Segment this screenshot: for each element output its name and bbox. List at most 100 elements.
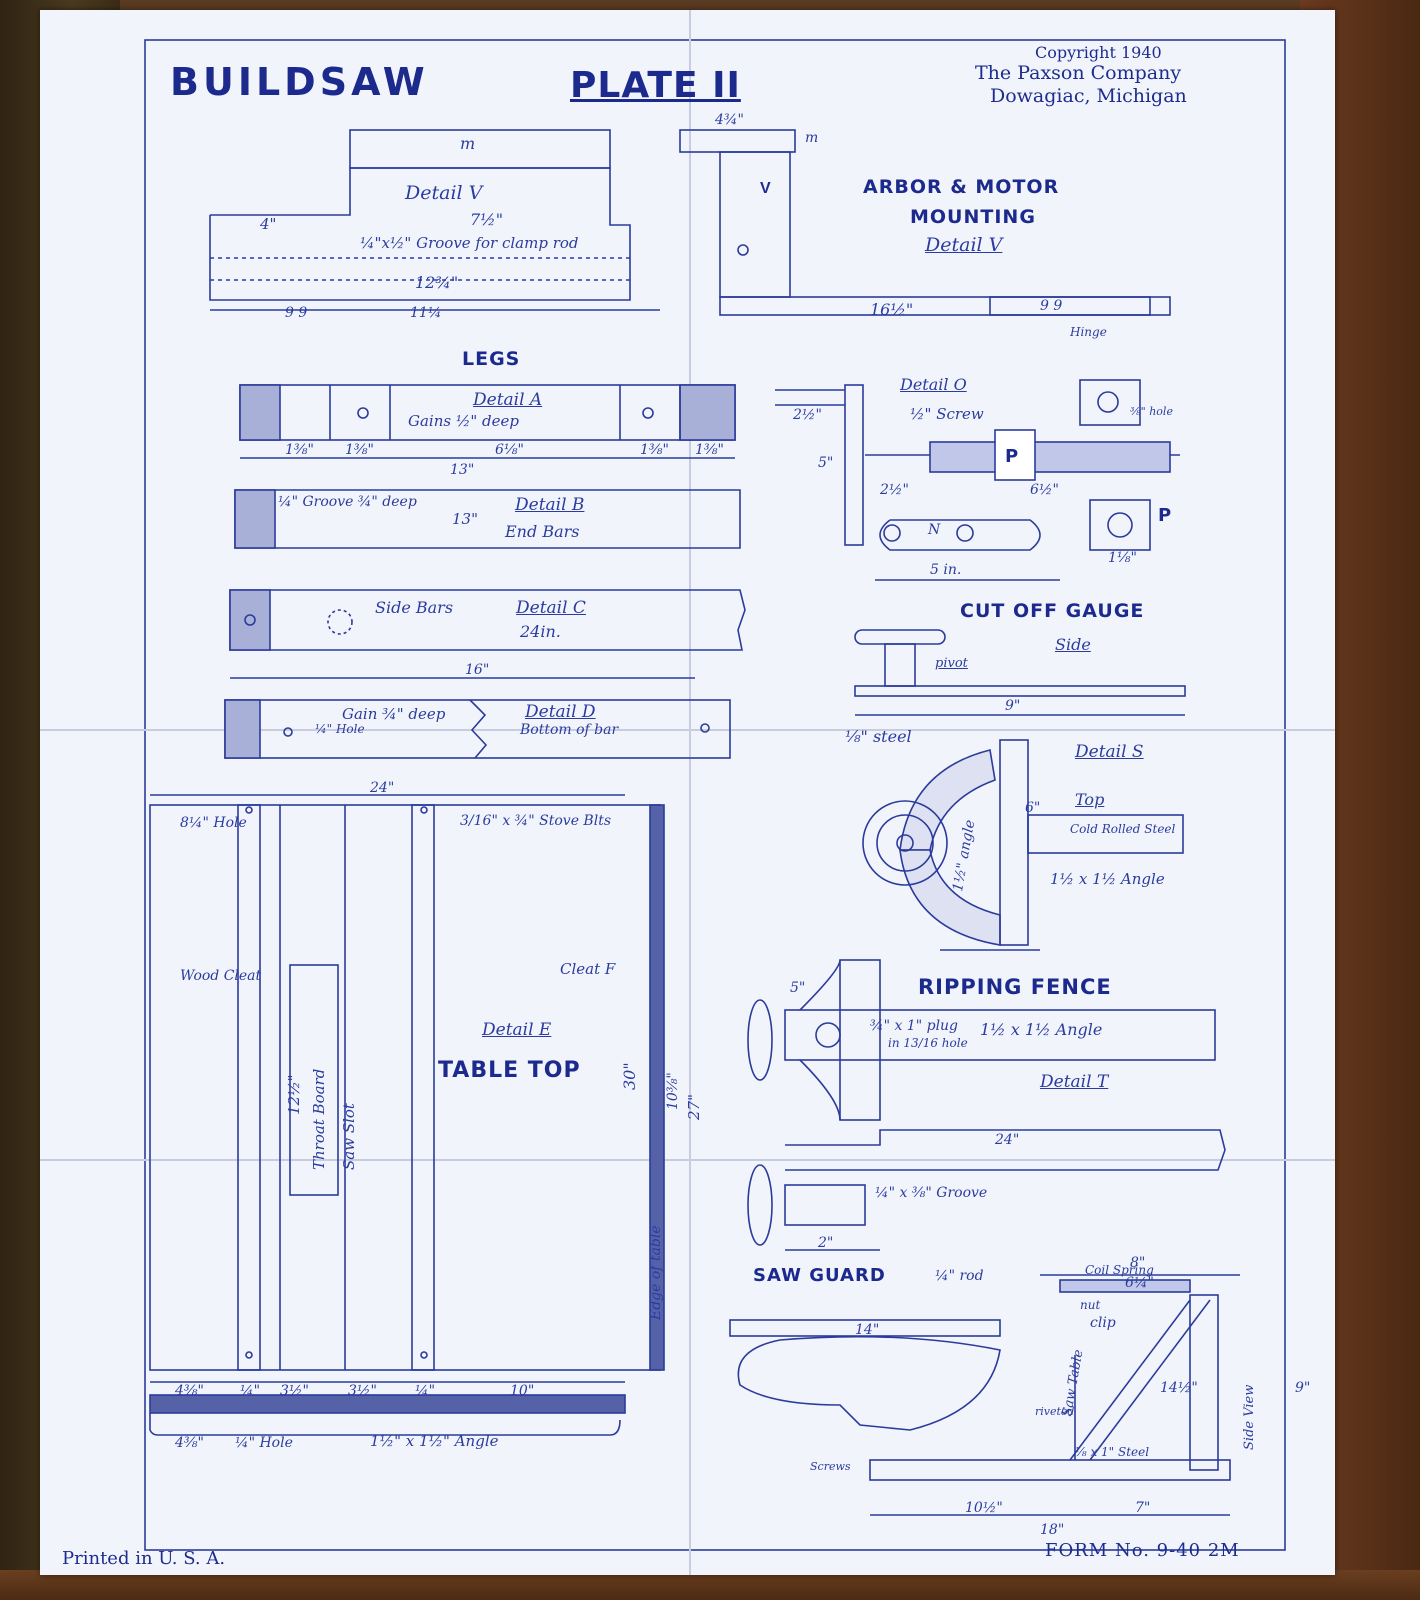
arbor-dim: 9 9 <box>1040 298 1063 314</box>
cut-off-side: Side <box>1055 635 1091 654</box>
detail-a-dim: 1⅜" <box>285 442 314 458</box>
table-dim-10: 10⅜" <box>665 1072 681 1110</box>
screw-thread <box>929 441 1171 473</box>
guard-blade <box>737 1335 1001 1431</box>
cut-off-pivot: pivot <box>935 656 968 671</box>
saw-guard-title: SAW GUARD <box>753 1265 886 1286</box>
printed-in-usa: Printed in U. S. A. <box>62 1548 226 1569</box>
detail-a-label: Detail A <box>473 390 543 410</box>
arbor-board-top <box>349 129 611 169</box>
guard-dim: 9" <box>1295 1380 1311 1396</box>
guard-dim: 14" <box>855 1322 880 1338</box>
table-dim-12: 12½" <box>285 1074 303 1115</box>
detail-o-dim: 6½" <box>1030 482 1059 498</box>
guard-screws: Screws <box>810 1460 851 1473</box>
table-bottom-dim: ¼" <box>415 1383 436 1399</box>
arbor-dim: 12¾" <box>415 273 459 292</box>
detail-o-p: P <box>1005 446 1020 467</box>
ripping-angle: 1½ x 1½ Angle <box>980 1020 1103 1039</box>
legs-title: LEGS <box>462 348 521 370</box>
table-dim-top: 24" <box>370 780 395 796</box>
detail-c-label: Detail C <box>516 598 586 618</box>
table-dim-27: 27" <box>685 1094 703 1120</box>
cut-off-title: CUT OFF GAUGE <box>960 600 1145 622</box>
cut-off-steel: ⅛" steel <box>845 727 912 746</box>
detail-o-n: N <box>928 522 941 538</box>
ripping-groove: ¼" x ⅜" Groove <box>875 1185 988 1201</box>
guard-dim: 14½" <box>1160 1380 1198 1396</box>
arbor-label-m: m <box>460 134 476 153</box>
arbor-v-mark: V <box>760 180 771 197</box>
ripping-plug-hole: in 13/16 hole <box>888 1036 968 1050</box>
guard-dim: 10½" <box>965 1500 1003 1516</box>
gauge-bar <box>999 739 1029 946</box>
table-edge <box>649 804 665 1371</box>
detail-b-length: 13" <box>452 510 478 528</box>
form-number: FORM No. 9-40 2M <box>1045 1540 1240 1561</box>
ripping-plug: ¾" x 1" plug <box>870 1018 959 1034</box>
cut-off-cold-steel: Cold Rolled Steel <box>1070 822 1176 836</box>
copyright: Copyright 1940 <box>1035 43 1162 62</box>
guard-riveted: riveted <box>1035 1405 1075 1418</box>
detail-a-dim: 1⅜" <box>640 442 669 458</box>
table-hole: 8¼" Hole <box>180 815 247 831</box>
guard-side-view: Side View <box>1242 1384 1257 1450</box>
throat-board <box>289 964 339 1196</box>
table-top-outline <box>149 804 661 1371</box>
guard-clip: clip <box>1090 1315 1116 1331</box>
ripping-two: 2" <box>818 1235 834 1251</box>
detail-o-dim: ⅜" hole <box>1130 405 1173 418</box>
cut-off-six: 6" <box>1025 800 1041 816</box>
detail-d-gain: Gain ¾" deep <box>342 705 446 723</box>
detail-o-dim: 2½" <box>880 482 909 498</box>
table-wood-cleat: Wood Cleat <box>180 968 262 984</box>
company-name: The Paxson Company <box>975 62 1182 84</box>
table-rail-left <box>237 804 261 1371</box>
guard-coil-spring: Coil Spring <box>1085 1263 1154 1277</box>
table-bottom-dim: 3½" <box>348 1383 377 1399</box>
table-rail-right <box>411 804 435 1371</box>
table-top-title: TABLE TOP <box>438 1058 581 1083</box>
ripping-length: 24" <box>995 1132 1020 1148</box>
detail-a-length: 13" <box>450 462 475 478</box>
detail-c-length: 24in. <box>520 622 561 641</box>
detail-d-length: 16" <box>465 662 490 678</box>
detail-o-dim: 2½" <box>793 407 822 423</box>
detail-c-note: Side Bars <box>375 598 454 617</box>
gauge-knob <box>854 629 946 645</box>
detail-o-dim: 5 in. <box>930 562 962 578</box>
saw-slot-label: Saw Slot <box>340 1103 358 1170</box>
table-dim-30: 30" <box>620 1062 639 1090</box>
table-bottom-hole: ¼" Hole <box>235 1435 293 1451</box>
detail-s-label: Detail S <box>1075 742 1144 762</box>
detail-o-label: Detail O <box>900 375 967 394</box>
arbor-groove-note: ¼"x½" Groove for clamp rod <box>360 234 579 252</box>
brand-title: BUILDSAW <box>170 60 429 104</box>
table-bottom-dim: ¼" <box>240 1383 261 1399</box>
guard-dim: 7" <box>1135 1500 1151 1516</box>
ripping-five: 5" <box>790 980 806 996</box>
detail-o-dim: 5" <box>818 455 834 471</box>
arbor-dim: 9 9 <box>285 305 308 321</box>
arbor-dim: 7½" <box>470 210 504 229</box>
arbor-title-2: MOUNTING <box>910 206 1036 228</box>
table-bottom-dim: 10" <box>510 1383 535 1399</box>
detail-t-label: Detail T <box>1040 1072 1109 1092</box>
detail-o-screw: ½" Screw <box>910 405 984 423</box>
arbor-subtitle: Detail V <box>925 234 1003 256</box>
detail-a-dim: 1⅜" <box>345 442 374 458</box>
guard-dim: 8" <box>1130 1255 1146 1271</box>
guard-steel: ⅛ x 1" Steel <box>1075 1445 1150 1459</box>
arbor-detail-v-label: Detail V <box>405 182 483 204</box>
guard-rod-label: ¼" rod <box>935 1268 984 1284</box>
detail-a-dim: 1⅜" <box>695 442 724 458</box>
side-bar-detail-c <box>229 589 746 651</box>
detail-d-note: Bottom of bar <box>520 722 619 738</box>
fence-bar <box>784 1009 1216 1061</box>
wood-frame-bottom <box>0 1570 1420 1600</box>
detail-b-groove: ¼" Groove ¾" deep <box>278 494 417 510</box>
arbor-dim: 16½" <box>870 300 914 319</box>
table-edge-label: Edge of table <box>648 1225 664 1320</box>
blueprint-sheet: BUILDSAW PLATE II Copyright 1940 The Pax… <box>40 10 1335 1575</box>
detail-b-label: Detail B <box>515 495 585 515</box>
